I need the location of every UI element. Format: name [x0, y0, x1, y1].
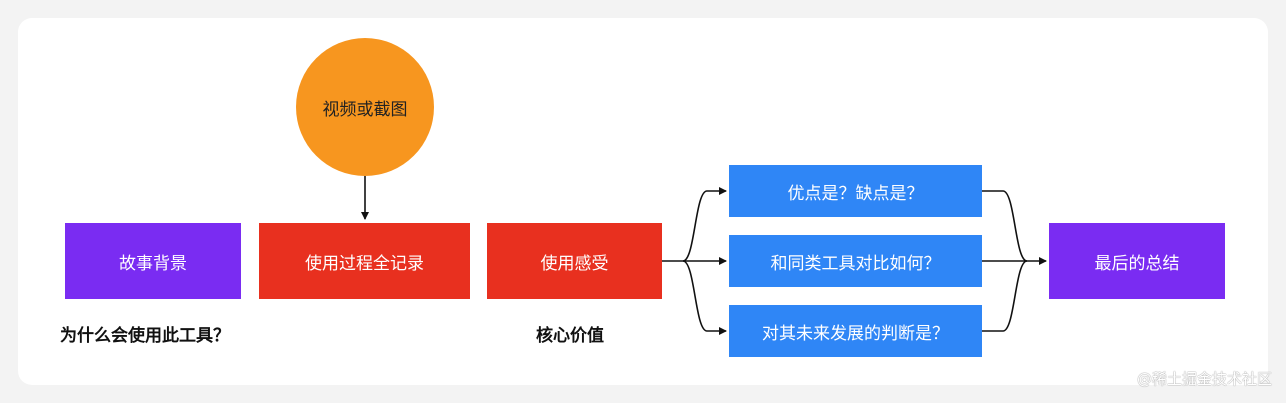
node-process: 使用过程全记录	[259, 223, 470, 299]
node-background: 故事背景	[65, 223, 241, 299]
node-pros-cons: 优点是？缺点是？	[729, 165, 982, 217]
node-summary: 最后的总结	[1049, 223, 1225, 299]
arrow-to-pros-cons	[682, 187, 727, 262]
merge-from-pros-cons	[982, 190, 1028, 262]
caption-why: 为什么会使用此工具？	[60, 326, 230, 346]
node-media: 视频或截图	[296, 38, 434, 176]
merge-from-future	[982, 260, 1028, 332]
arrow-to-future	[682, 260, 727, 335]
node-compare: 和同类工具对比如何？	[729, 235, 982, 287]
caption-core-value: 核心价值	[536, 326, 604, 346]
diagram-card	[18, 18, 1268, 385]
node-future: 对其未来发展的判断是？	[729, 305, 982, 357]
node-feeling: 使用感受	[487, 223, 662, 299]
watermark: @稀土掘金技术社区	[1136, 370, 1272, 388]
